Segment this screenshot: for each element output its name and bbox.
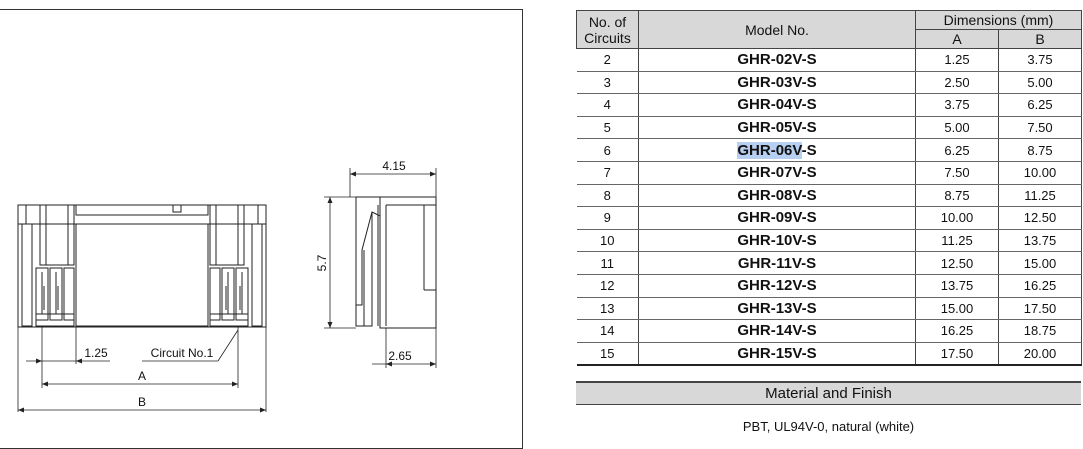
model-cell[interactable]: GHR-02V-S bbox=[638, 48, 916, 72]
circuits-cell: 14 bbox=[576, 319, 639, 343]
header-model-no: Model No. bbox=[638, 10, 916, 49]
model-cell[interactable]: GHR-12V-S bbox=[638, 274, 916, 298]
model-cell[interactable]: GHR-13V-S bbox=[638, 297, 916, 321]
header-no-of-circuits: No. of Circuits bbox=[576, 10, 639, 49]
dim-b-cell: 12.50 bbox=[998, 206, 1082, 230]
material-finish-header: Material and Finish bbox=[576, 381, 1081, 405]
model-cell[interactable]: GHR-14V-S bbox=[638, 319, 916, 343]
circuits-cell: 12 bbox=[576, 274, 639, 298]
model-cell[interactable]: GHR-11V-S bbox=[638, 251, 916, 275]
dim-a-cell: 11.25 bbox=[915, 229, 999, 253]
circuits-cell: 13 bbox=[576, 297, 639, 321]
circuits-cell: 6 bbox=[576, 138, 639, 162]
dim-b-cell: 15.00 bbox=[998, 251, 1082, 275]
side-view bbox=[355, 196, 437, 329]
selected-text[interactable]: GHR-06V bbox=[737, 141, 802, 159]
material-finish-text: PBT, UL94V-0, natural (white) bbox=[742, 419, 915, 434]
dim-b-cell: 11.25 bbox=[998, 184, 1082, 208]
connector-drawing: 1.25 Circuit No.1 A B 4.15 5.7 2.65 bbox=[17, 159, 437, 413]
model-cell[interactable]: GHR-07V-S bbox=[638, 161, 916, 185]
front-view bbox=[17, 204, 267, 328]
model-cell[interactable]: GHR-10V-S bbox=[638, 229, 916, 253]
dim-b-cell: 17.50 bbox=[998, 297, 1082, 321]
dim-a-label: A bbox=[138, 369, 146, 383]
circuits-cell: 5 bbox=[576, 116, 639, 140]
model-spec-table: No. of Circuits Model No. Dimensions (mm… bbox=[576, 10, 1082, 367]
circuits-cell: 15 bbox=[576, 342, 639, 367]
dim-b-cell: 7.50 bbox=[998, 116, 1082, 140]
dim-b-cell: 18.75 bbox=[998, 319, 1082, 343]
model-cell[interactable]: GHR-03V-S bbox=[638, 71, 916, 95]
header-dimensions: Dimensions (mm) bbox=[915, 10, 1082, 30]
model-suffix: -S bbox=[801, 141, 817, 159]
dim-a-cell: 3.75 bbox=[915, 93, 999, 117]
dim-a-cell: 17.50 bbox=[915, 342, 999, 367]
dim-2-65: 2.65 bbox=[388, 349, 412, 363]
front-dimensions bbox=[17, 326, 267, 413]
dim-a-cell: 13.75 bbox=[915, 274, 999, 298]
circuits-cell: 8 bbox=[576, 184, 639, 208]
circuits-cell: 3 bbox=[576, 71, 639, 95]
model-cell[interactable]: GHR-08V-S bbox=[638, 184, 916, 208]
dim-a-cell: 10.00 bbox=[915, 206, 999, 230]
circuits-cell: 7 bbox=[576, 161, 639, 185]
dim-b-cell: 16.25 bbox=[998, 274, 1082, 298]
dim-b-cell: 5.00 bbox=[998, 71, 1082, 95]
dim-a-cell: 6.25 bbox=[915, 138, 999, 162]
dim-b-label: B bbox=[138, 395, 146, 409]
dim-a-cell: 5.00 bbox=[915, 116, 999, 140]
circuits-cell: 2 bbox=[576, 48, 639, 72]
dim-a-cell: 8.75 bbox=[915, 184, 999, 208]
dim-a-cell: 12.50 bbox=[915, 251, 999, 275]
dim-4-15: 4.15 bbox=[382, 159, 406, 173]
dim-5-7: 5.7 bbox=[315, 254, 329, 271]
dim-a-cell: 7.50 bbox=[915, 161, 999, 185]
model-cell[interactable]: GHR-15V-S bbox=[638, 342, 916, 367]
circuits-cell: 4 bbox=[576, 93, 639, 117]
dim-a-cell: 1.25 bbox=[915, 48, 999, 72]
circuits-cell: 9 bbox=[576, 206, 639, 230]
model-cell[interactable]: GHR-09V-S bbox=[638, 206, 916, 230]
dim-b-cell: 3.75 bbox=[998, 48, 1082, 72]
circuits-cell: 11 bbox=[576, 251, 639, 275]
dim-b-cell: 8.75 bbox=[998, 138, 1082, 162]
model-cell[interactable]: GHR-05V-S bbox=[638, 116, 916, 140]
header-dim-b: B bbox=[998, 29, 1082, 49]
circuit-no1-label: Circuit No.1 bbox=[151, 346, 214, 360]
dim-1-25: 1.25 bbox=[84, 346, 108, 360]
dim-a-cell: 2.50 bbox=[915, 71, 999, 95]
model-cell-selected[interactable]: GHR-06V-S bbox=[638, 138, 916, 162]
dim-b-cell: 13.75 bbox=[998, 229, 1082, 253]
circuits-cell: 10 bbox=[576, 229, 639, 253]
dim-b-cell: 20.00 bbox=[998, 342, 1082, 367]
side-dimensions bbox=[324, 168, 437, 368]
dim-a-cell: 15.00 bbox=[915, 297, 999, 321]
model-cell[interactable]: GHR-04V-S bbox=[638, 93, 916, 117]
dim-a-cell: 16.25 bbox=[915, 319, 999, 343]
dim-b-cell: 10.00 bbox=[998, 161, 1082, 185]
dim-b-cell: 6.25 bbox=[998, 93, 1082, 117]
header-dim-a: A bbox=[915, 29, 999, 49]
